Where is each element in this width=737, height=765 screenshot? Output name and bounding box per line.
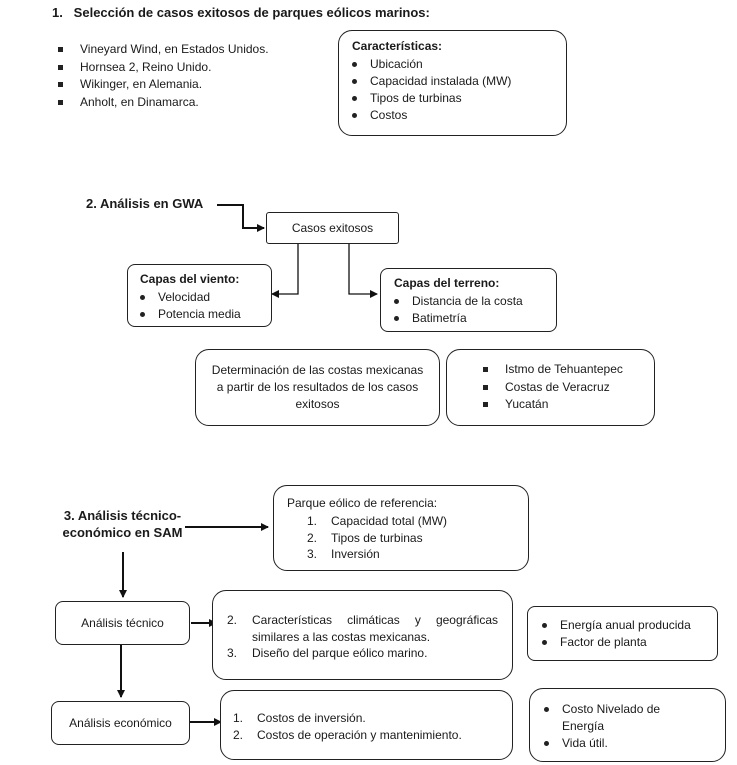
list-item: Vida útil. xyxy=(536,735,660,752)
characteristics-title: Características: xyxy=(352,39,443,53)
list-item: Distancia de la costa xyxy=(386,293,523,310)
technical-items-box: 2. Características climáticas y geográfi… xyxy=(212,590,513,680)
regions-box: Istmo de Tehuantepec Costas de Veracruz … xyxy=(446,349,655,426)
list-item: Costas de Veracruz xyxy=(477,379,623,397)
list-item: Vineyard Wind, en Estados Unidos. xyxy=(52,41,269,59)
list-item: 2.Tipos de turbinas xyxy=(307,530,423,545)
list-item: Capacidad instalada (MW) xyxy=(344,73,511,90)
wind-layers-box: Capas del viento: Velocidad Potencia med… xyxy=(127,264,272,327)
technical-outputs-list: Energía anual producida Factor de planta xyxy=(534,617,691,651)
list-item: Anholt, en Dinamarca. xyxy=(52,94,269,112)
arrow-casos-to-terrain xyxy=(348,244,378,298)
list-item: Velocidad xyxy=(132,289,241,306)
list-item: Hornsea 2, Reino Unido. xyxy=(52,59,269,77)
list-item: Potencia media xyxy=(132,306,241,323)
economic-items-box: 1.Costos de inversión. 2.Costos de opera… xyxy=(220,690,513,760)
arrow-casos-to-wind xyxy=(271,244,299,298)
list-item: Costos xyxy=(344,107,511,124)
characteristics-list: Ubicación Capacidad instalada (MW) Tipos… xyxy=(344,56,511,124)
list-item: Wikinger, en Alemania. xyxy=(52,76,269,94)
technical-analysis-label: Análisis técnico xyxy=(81,616,164,630)
list-item: Istmo de Tehuantepec xyxy=(477,361,623,379)
arrow-gwa-to-casos xyxy=(217,204,265,232)
success-cases-list: Vineyard Wind, en Estados Unidos. Hornse… xyxy=(52,41,269,111)
technical-items-list: 2. Características climáticas y geográfi… xyxy=(227,613,498,660)
list-item: 2.Costos de operación y mantenimiento. xyxy=(233,727,462,742)
list-item: Factor de planta xyxy=(534,634,691,651)
technical-analysis-box: Análisis técnico xyxy=(55,601,190,645)
economic-items-list: 1.Costos de inversión. 2.Costos de opera… xyxy=(233,710,462,743)
technical-outputs-box: Energía anual producida Factor de planta xyxy=(527,606,718,661)
determination-box: Determinación de las costas mexicanas a … xyxy=(195,349,440,426)
success-cases-box: Casos exitosos xyxy=(266,212,399,244)
reference-park-box: Parque eólico de referencia: 1.Capacidad… xyxy=(273,485,529,571)
list-item: 3. Diseño del parque eólico marino. xyxy=(227,646,428,660)
list-item: 3.Inversión xyxy=(307,547,380,561)
determination-text: Determinación de las costas mexicanas a … xyxy=(211,363,424,411)
reference-park-list: 1.Capacidad total (MW) 2.Tipos de turbin… xyxy=(307,513,447,563)
list-item: 2. Características climáticas y geográfi… xyxy=(227,613,498,627)
list-item: Energía anual producida xyxy=(534,617,691,634)
list-item: Tipos de turbinas xyxy=(344,90,511,107)
section3-title: 3. Análisis técnico- económico en SAM xyxy=(62,508,183,540)
list-item: 1.Costos de inversión. xyxy=(233,711,366,725)
list-item: 1.Capacidad total (MW) xyxy=(307,514,448,528)
wind-layers-title: Capas del viento: xyxy=(140,272,240,286)
success-cases-label: Casos exitosos xyxy=(291,221,374,235)
terrain-layers-list: Distancia de la costa Batimetría xyxy=(386,293,523,327)
wind-layers-list: Velocidad Potencia media xyxy=(132,289,241,323)
section2-title: 2. Análisis en GWA xyxy=(86,196,204,211)
characteristics-box: Características: Ubicación Capacidad ins… xyxy=(338,30,567,136)
economic-analysis-box: Análisis económico xyxy=(51,701,190,745)
list-item: Yucatán xyxy=(477,396,623,414)
section1-title: 1. Selección de casos exitosos de parque… xyxy=(52,5,430,20)
list-item: Batimetría xyxy=(386,310,523,327)
list-item: Ubicación xyxy=(344,56,511,73)
reference-park-title: Parque eólico de referencia: xyxy=(287,496,438,510)
terrain-layers-box: Capas del terreno: Distancia de la costa… xyxy=(380,268,557,332)
regions-list: Istmo de Tehuantepec Costas de Veracruz … xyxy=(477,361,623,414)
terrain-layers-title: Capas del terreno: xyxy=(394,276,500,290)
economic-analysis-label: Análisis económico xyxy=(69,716,172,730)
